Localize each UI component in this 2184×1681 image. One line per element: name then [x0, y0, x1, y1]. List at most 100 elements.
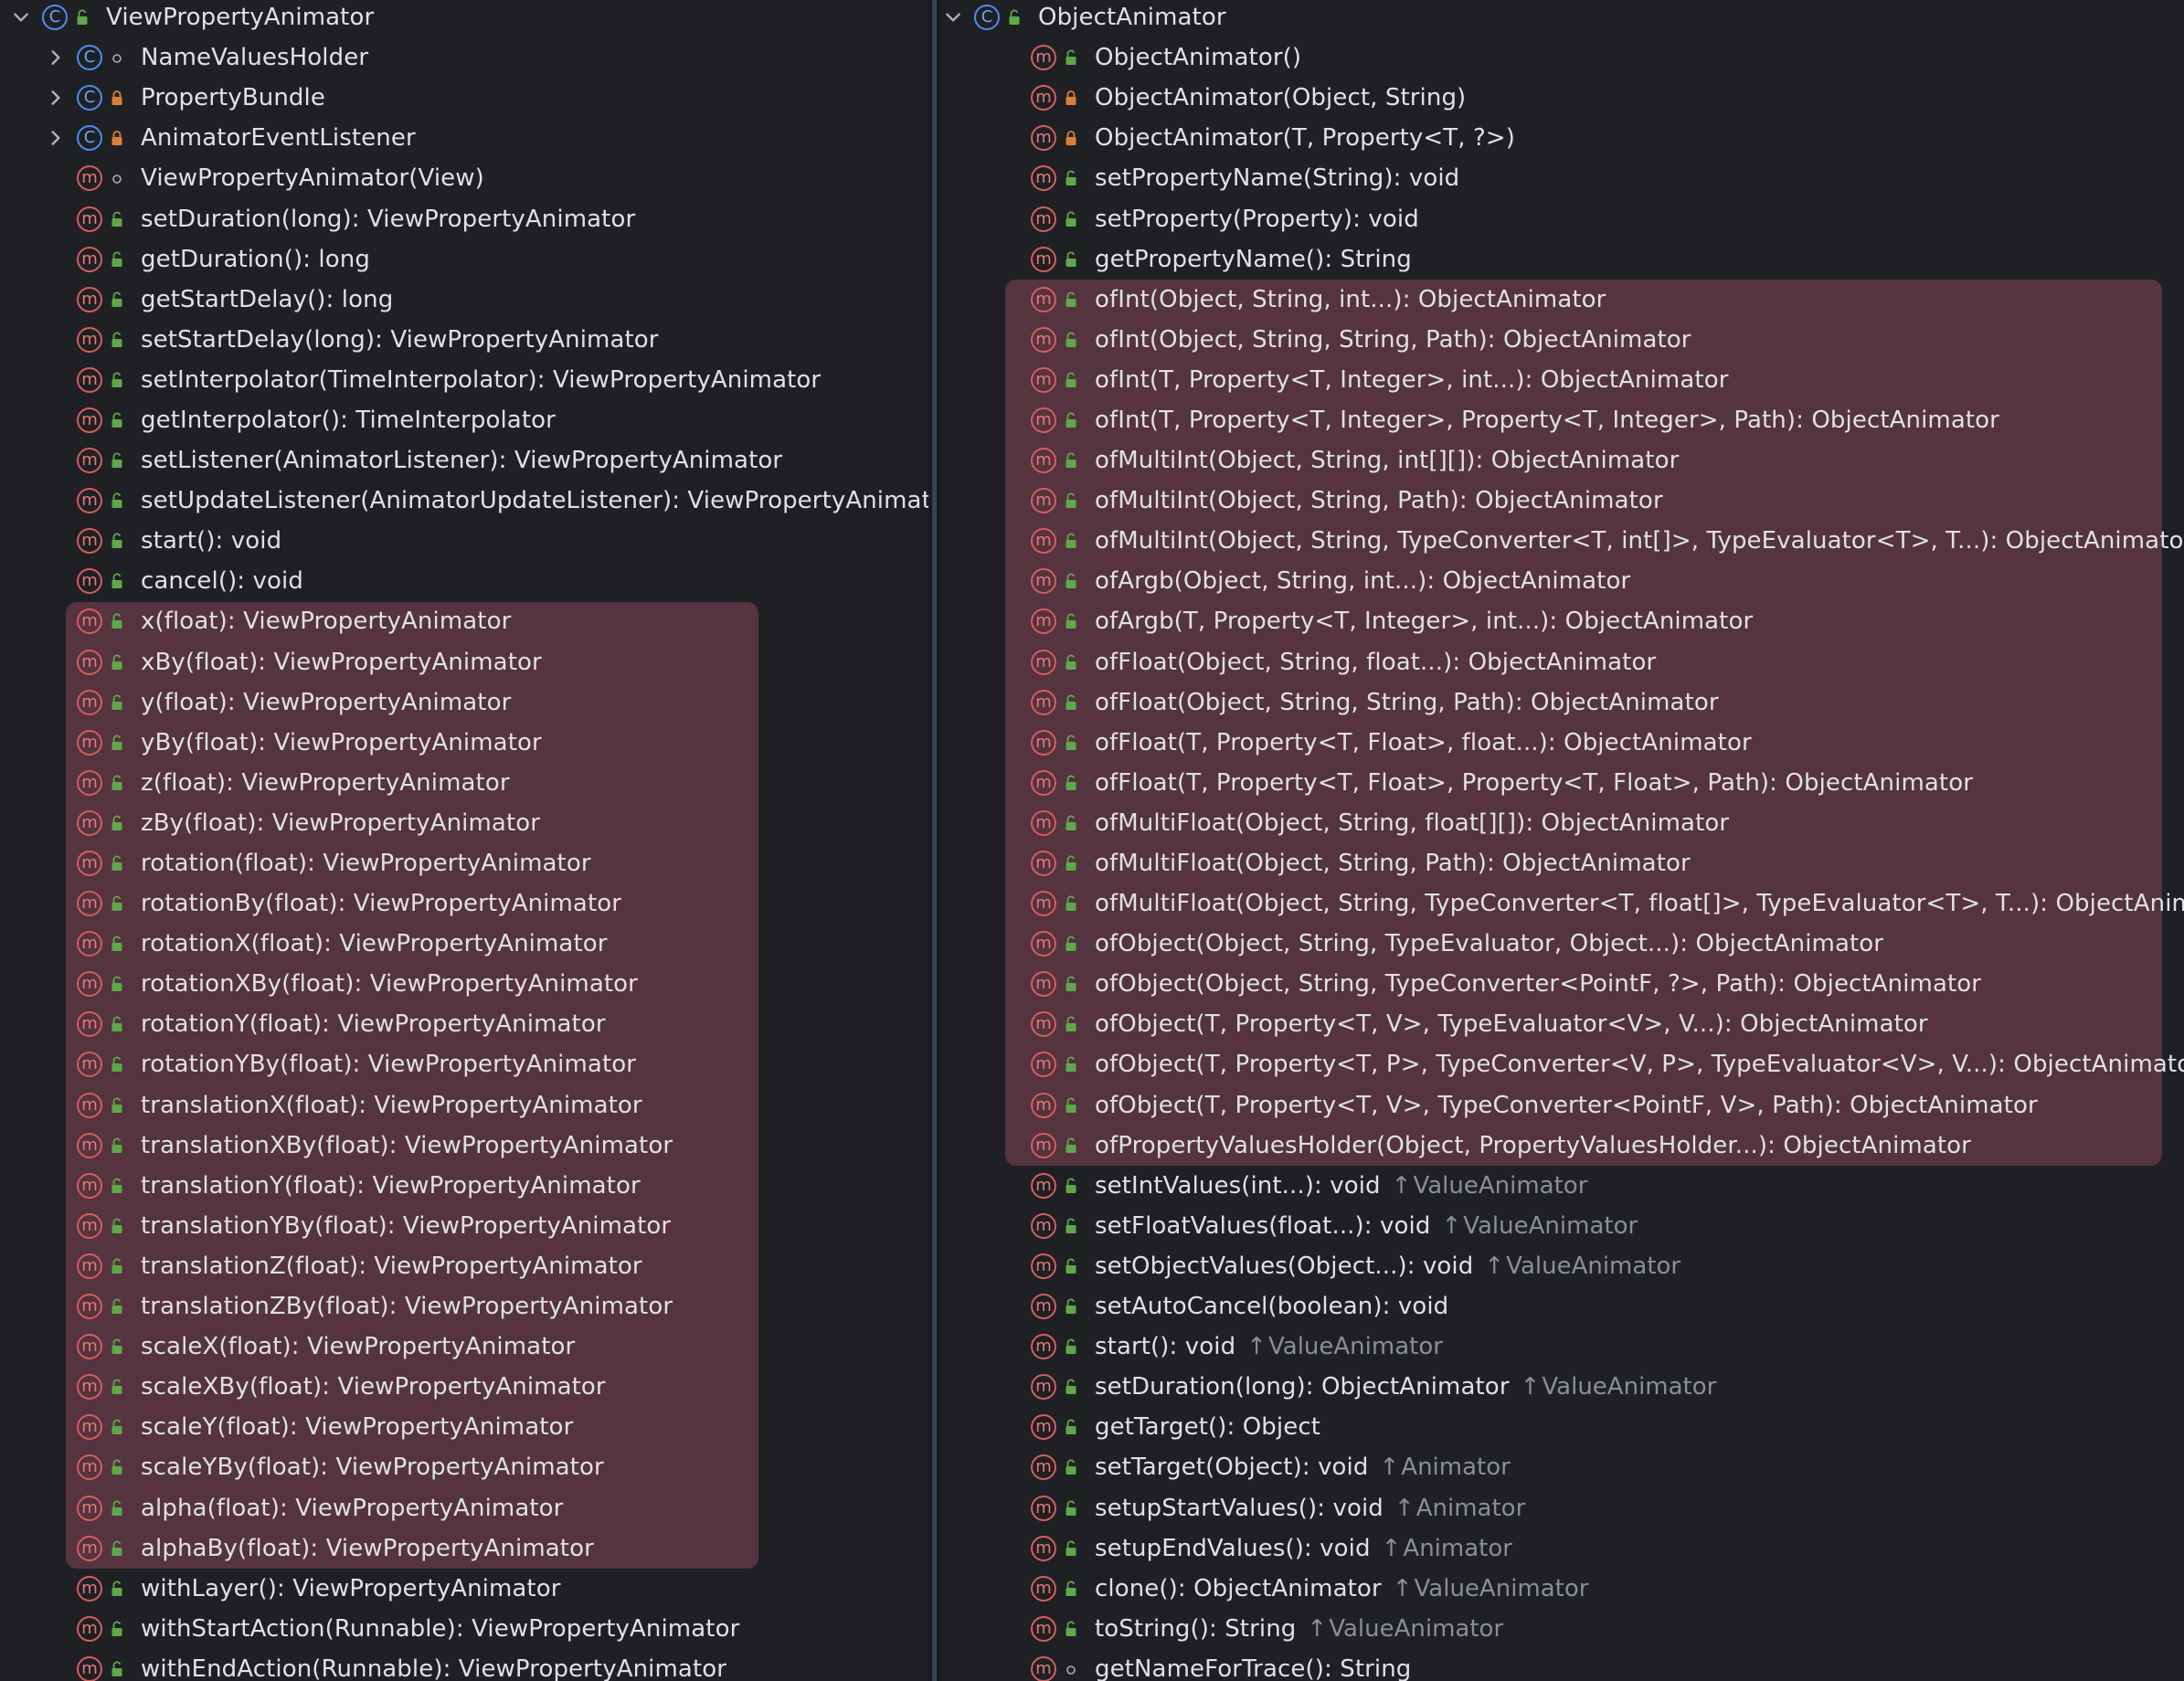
chevron-right-icon[interactable]: [44, 86, 68, 110]
chevron-down-icon[interactable]: [9, 5, 33, 29]
public-lock-icon: [108, 771, 126, 795]
public-lock-icon: [108, 1174, 126, 1198]
method-icon: m: [1031, 246, 1056, 272]
panel-splitter[interactable]: [928, 0, 941, 1681]
public-lock-icon: [108, 650, 126, 674]
chevron-spacer: [998, 691, 1022, 714]
chevron-spacer: [44, 1657, 68, 1681]
method-icon: m: [1031, 85, 1056, 111]
chevron-spacer: [998, 529, 1022, 553]
inherited-class-name: Animator: [1403, 1534, 1512, 1562]
chevron-down-icon[interactable]: [941, 5, 965, 29]
chevron-right-icon[interactable]: [44, 126, 68, 150]
chevron-right-icon[interactable]: [44, 46, 68, 69]
method-icon: m: [1031, 125, 1056, 152]
